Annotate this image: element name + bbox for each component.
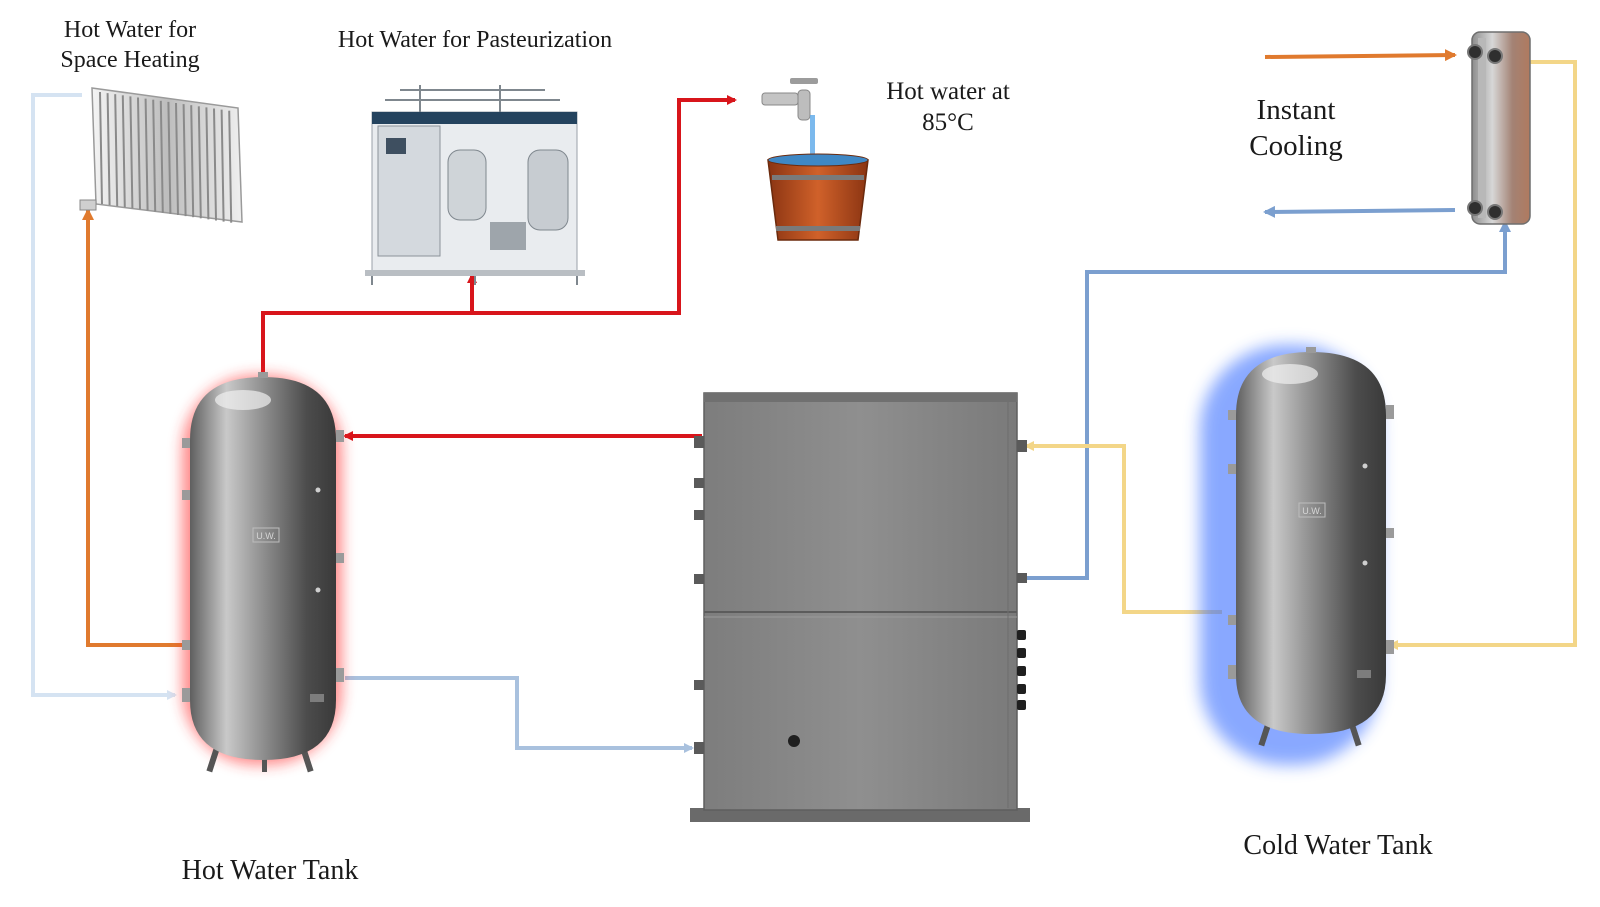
radiator-return-pipe — [31, 93, 177, 700]
cold-tank-plate-text: U.W. — [1302, 506, 1322, 516]
hot-tank-plate-text: U.W. — [256, 531, 276, 541]
product-inlet-arrow — [1264, 49, 1457, 62]
radiator-fin — [182, 104, 187, 217]
hot-water-tank-label: Hot Water Tank — [181, 855, 359, 886]
radiator-fin — [114, 94, 119, 207]
chilled-supply-pipe — [1017, 220, 1511, 580]
hot-water-tank: U.W. — [182, 372, 344, 773]
instant-cooling-label: Instant Cooling — [1249, 94, 1343, 163]
radiator-fin — [197, 106, 202, 219]
radiator-fin — [228, 110, 233, 223]
radiator-fin — [159, 100, 164, 213]
cold-tank-to-heat-pump-pipe — [1024, 441, 1222, 614]
cold-water-tank: U.W. — [1200, 345, 1394, 765]
hot-tank-return-pipe — [345, 676, 694, 753]
radiator-fin — [152, 99, 157, 212]
radiator-fin — [175, 102, 179, 216]
radiator-fin — [190, 105, 195, 218]
hot-supply-pipe — [261, 95, 737, 372]
radiator-icon — [79, 87, 243, 223]
cold-water-tank-label: Cold Water Tank — [1243, 830, 1433, 861]
space-heating-label: Hot Water for Space Heating — [60, 17, 200, 73]
hot-water-85-label: Hot water at 85°C — [886, 78, 1010, 137]
radiator-fin — [167, 101, 172, 214]
pasteurizer-icon — [365, 85, 585, 285]
radiator-fin — [121, 95, 126, 208]
exchanger-to-cold-tank-pipe — [1388, 60, 1577, 650]
radiator-fin — [205, 107, 210, 220]
radiator-fin — [220, 109, 225, 222]
plate-heat-exchanger-icon — [1467, 31, 1531, 225]
radiator-fin — [137, 97, 141, 210]
radiator-fin — [99, 91, 103, 205]
tap-and-bucket-icon — [761, 78, 869, 241]
heat-pump-hot-outlet-pipe — [343, 431, 702, 441]
radiator-fin — [213, 108, 217, 221]
radiator-supply-pipe — [82, 208, 183, 647]
radiator-fin — [129, 96, 134, 209]
heat-pump-unit — [690, 392, 1030, 822]
product-outlet-arrow — [1263, 205, 1456, 218]
pasteurization-label: Hot Water for Pasteurization — [337, 27, 613, 53]
radiator-fin — [106, 93, 111, 206]
radiator-fin — [144, 98, 149, 211]
